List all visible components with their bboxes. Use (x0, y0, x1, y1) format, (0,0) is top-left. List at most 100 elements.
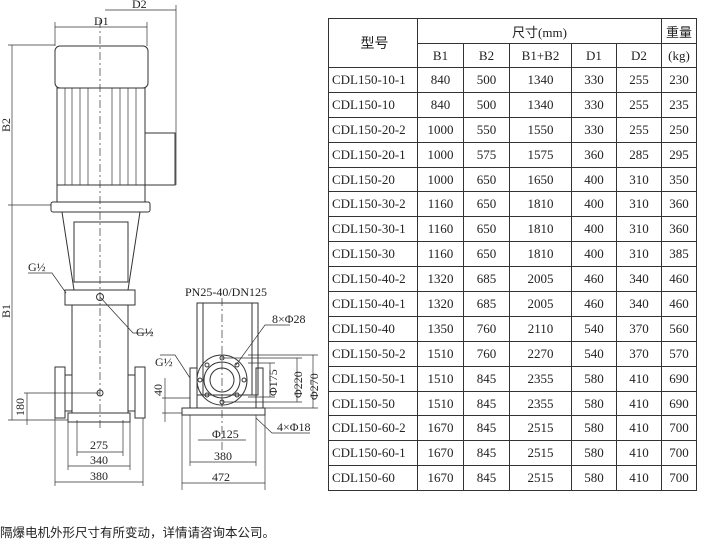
cell-b2: 500 (463, 91, 510, 118)
cell-b2: 760 (463, 340, 510, 367)
pump-front-view (50, 20, 176, 430)
cell-model: CDL150-20-2 (328, 116, 418, 143)
cell-b1: 840 (417, 91, 464, 118)
cell-d2: 340 (616, 266, 662, 293)
cell-d2: 410 (616, 365, 662, 392)
cell-b1: 840 (417, 67, 464, 93)
label-g-half-3: G½ (155, 355, 173, 369)
label-4-holes: 4×Φ18 (277, 420, 311, 434)
label-flange: PN25-40/DN125 (185, 285, 267, 299)
cell-d1: 330 (571, 91, 617, 118)
pump-dimension-drawing: D2 D1 B2 B1 G½ G½ 180 275 340 380 PN25-4… (0, 0, 321, 490)
label-g-half-2: G½ (136, 325, 154, 339)
cell-b1: 1510 (417, 365, 464, 392)
dimension-lines (8, 5, 177, 486)
cell-b2: 845 (463, 440, 510, 467)
header-d2: D2 (616, 43, 662, 68)
cell-d2: 310 (616, 191, 662, 218)
label-phi175: Φ175 (266, 369, 280, 396)
cell-b1: 1670 (417, 465, 464, 492)
label-380: 380 (90, 469, 108, 483)
cell-model: CDL150-30-2 (328, 191, 418, 218)
cell-d1: 580 (571, 365, 617, 392)
cell-b2: 650 (463, 216, 510, 243)
cell-model: CDL150-60-1 (328, 440, 418, 467)
cell-b1: 1000 (417, 166, 464, 193)
label-side-472: 472 (212, 470, 230, 484)
cell-model: CDL150-10-1 (328, 67, 418, 93)
cell-d1: 580 (571, 415, 617, 442)
cell-model: CDL150-50-1 (328, 365, 418, 392)
cell-d1: 400 (571, 241, 617, 268)
label-phi270: Φ270 (307, 373, 321, 400)
cell-d2: 370 (616, 340, 662, 367)
label-b2: B2 (0, 118, 13, 132)
header-d1: D1 (571, 43, 617, 68)
cell-b1: 1160 (417, 191, 464, 218)
cell-b2: 650 (463, 241, 510, 268)
cell-model: CDL150-40-2 (328, 266, 418, 293)
footer-note: 隔爆电机外形尺寸有所变动，详情请咨询本公司。 (0, 525, 276, 540)
cell-b1-b2: 2355 (509, 365, 572, 392)
header-b2: B2 (463, 43, 510, 68)
cell-b1-b2: 2005 (509, 266, 572, 293)
cell-b2: 760 (463, 315, 510, 342)
cell-b2: 845 (463, 465, 510, 492)
cell-model: CDL150-60-2 (328, 415, 418, 442)
cell-b1: 1320 (417, 266, 464, 293)
cell-b2: 550 (463, 116, 510, 143)
cell-b1-b2: 1340 (509, 91, 572, 118)
cell-model: CDL150-30-1 (328, 216, 418, 243)
cell-b2: 845 (463, 415, 510, 442)
cell-model: CDL150-50 (328, 390, 418, 417)
cell-b1: 1510 (417, 390, 464, 417)
label-8-holes: 8×Φ28 (272, 312, 306, 326)
cell-b1-b2: 2005 (509, 291, 572, 317)
cell-b2: 845 (463, 365, 510, 392)
cell-weight: 690 (661, 390, 697, 417)
label-side-380: 380 (214, 449, 232, 463)
cell-d2: 285 (616, 141, 662, 168)
label-g-half-1: G½ (28, 260, 46, 274)
cell-d1: 540 (571, 340, 617, 367)
cell-d2: 255 (616, 91, 662, 118)
cell-b1-b2: 1650 (509, 166, 572, 193)
cell-weight: 385 (661, 241, 697, 268)
cell-d2: 340 (616, 291, 662, 317)
cell-model: CDL150-50-2 (328, 340, 418, 367)
label-phi220: Φ220 (291, 371, 305, 398)
cell-b1-b2: 2515 (509, 415, 572, 442)
cell-b1-b2: 1340 (509, 67, 572, 93)
cell-weight: 700 (661, 415, 697, 442)
cell-d1: 330 (571, 116, 617, 143)
cell-b1-b2: 1810 (509, 191, 572, 218)
cell-weight: 570 (661, 340, 697, 367)
header-b1: B1 (417, 43, 464, 68)
cell-d1: 360 (571, 141, 617, 168)
cell-d1: 330 (571, 67, 617, 93)
cell-d1: 400 (571, 216, 617, 243)
cell-model: CDL150-40-1 (328, 291, 418, 317)
label-275: 275 (90, 438, 108, 452)
cell-d2: 310 (616, 216, 662, 243)
cell-b1-b2: 2110 (509, 315, 572, 342)
cell-d1: 580 (571, 390, 617, 417)
cell-d1: 400 (571, 166, 617, 193)
cell-weight: 350 (661, 166, 697, 193)
cell-weight: 230 (661, 67, 697, 93)
cell-b1: 1000 (417, 141, 464, 168)
cell-d1: 460 (571, 291, 617, 317)
label-d1: D1 (94, 14, 109, 28)
cell-weight: 235 (661, 91, 697, 118)
cell-model: CDL150-20-1 (328, 141, 418, 168)
cell-weight: 460 (661, 291, 697, 317)
cell-b1: 1670 (417, 415, 464, 442)
